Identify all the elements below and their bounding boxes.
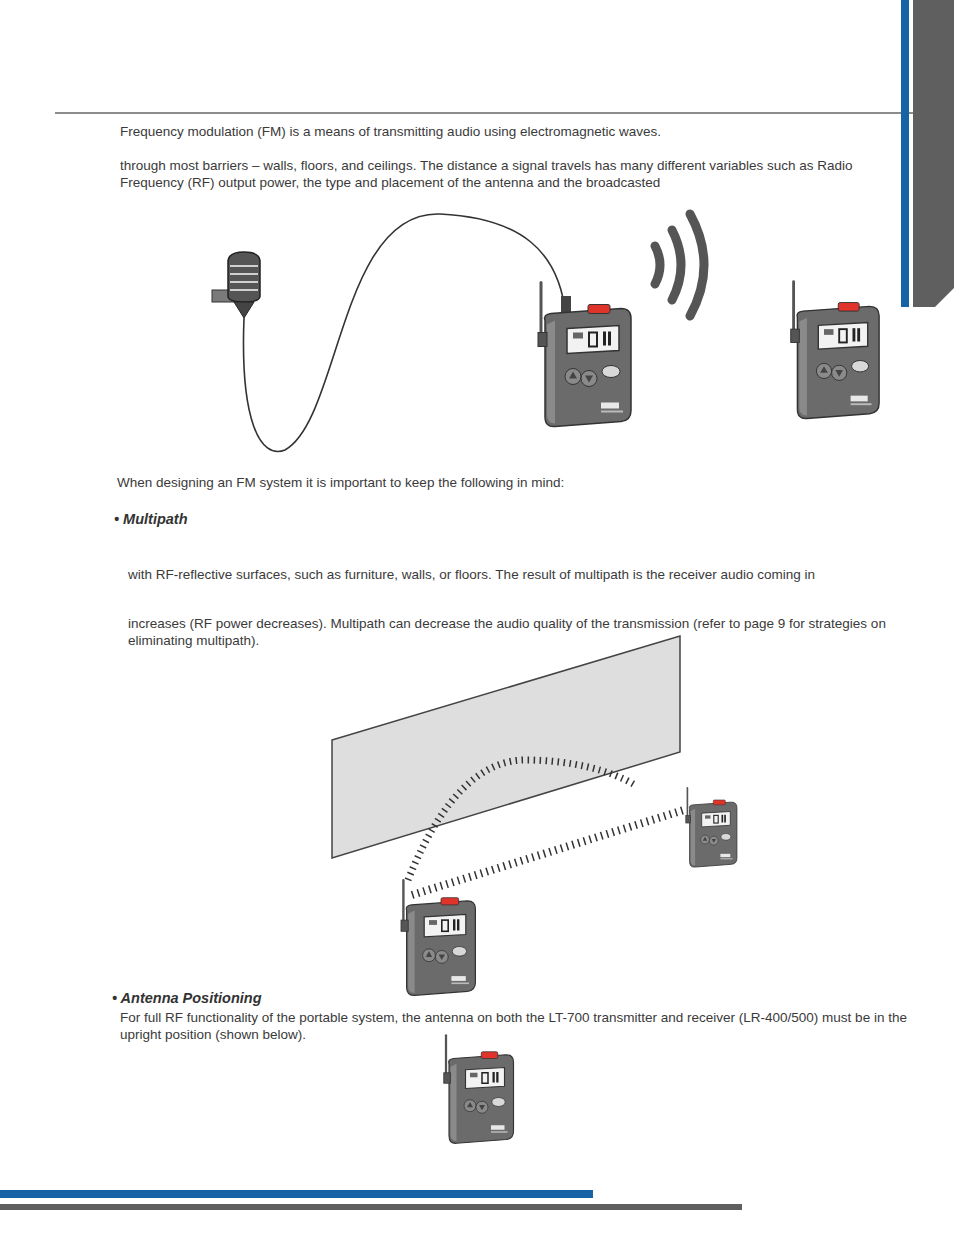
section-heading: • Multipath (114, 511, 414, 528)
body-text: When designing an FM system it is import… (117, 474, 857, 491)
body-text: Frequency modulation (FM) is a means of … (120, 123, 860, 140)
body-text: with RF-reflective surfaces, such as fur… (128, 566, 918, 583)
body-text: For full RF functionality of the portabl… (120, 1009, 910, 1043)
body-text: increases (RF power decreases). Multipat… (128, 615, 918, 649)
body-text: through most barriers – walls, floors, a… (120, 157, 860, 191)
section-heading: • Antenna Positioning (112, 990, 412, 1007)
